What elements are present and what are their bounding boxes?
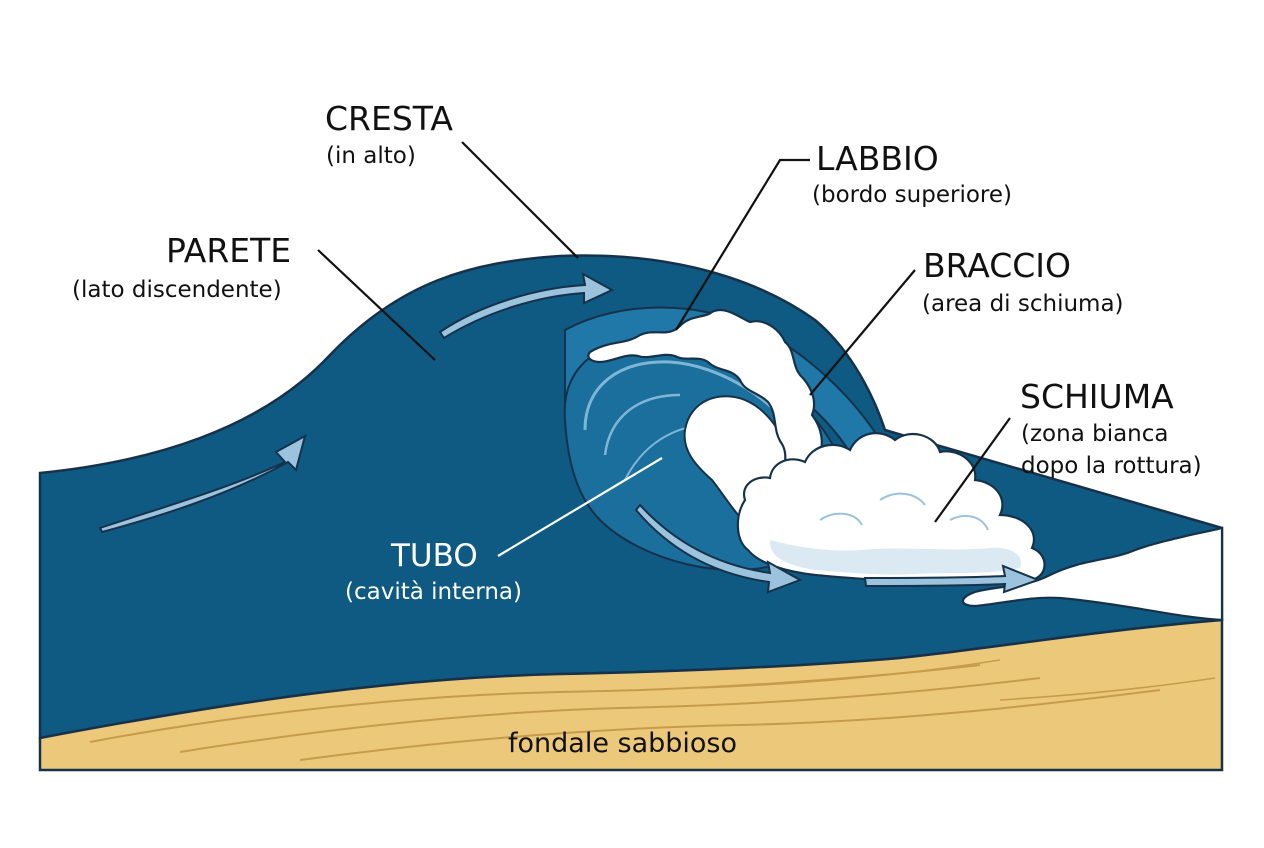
labbio-subtitle: (bordo superiore)	[812, 182, 1012, 208]
cresta-title: CRESTA	[325, 99, 453, 138]
schiuma-title: SCHIUMA	[1020, 377, 1174, 416]
parete-leader	[317, 249, 436, 361]
parete-subtitle: (lato discendente)	[72, 277, 282, 303]
braccio-leader	[809, 269, 916, 396]
tubo-title: TUBO	[390, 538, 478, 574]
labbio-title: LABBIO	[816, 139, 939, 178]
cresta-leader	[461, 141, 579, 259]
parete-title: PARETE	[166, 231, 291, 270]
foam-cloud	[736, 432, 1046, 583]
schiuma-leader	[934, 417, 1011, 523]
braccio-title: BRACCIO	[923, 246, 1071, 285]
tubo-subtitle: (cavità interna)	[345, 579, 522, 605]
seabed-label: fondale sabbioso	[508, 728, 737, 759]
schiuma-subtitle-line2: dopo la rottura)	[1021, 453, 1202, 479]
sandy-seabed	[38, 618, 1224, 772]
braccio-subtitle: (area di schiuma)	[922, 291, 1124, 317]
cresta-subtitle: (in alto)	[326, 143, 416, 169]
flow-arrow-2	[438, 272, 615, 340]
shore-foam	[961, 526, 1224, 622]
flow-arrows	[98, 272, 1041, 594]
schiuma-subtitle-line1: (zona bianca	[1021, 421, 1169, 447]
labbio-leader	[675, 158, 810, 331]
tubo-leader	[497, 457, 663, 557]
flow-arrow-3	[634, 503, 803, 594]
flow-arrow-1	[98, 433, 307, 534]
flow-arrow-4	[863, 564, 1041, 594]
